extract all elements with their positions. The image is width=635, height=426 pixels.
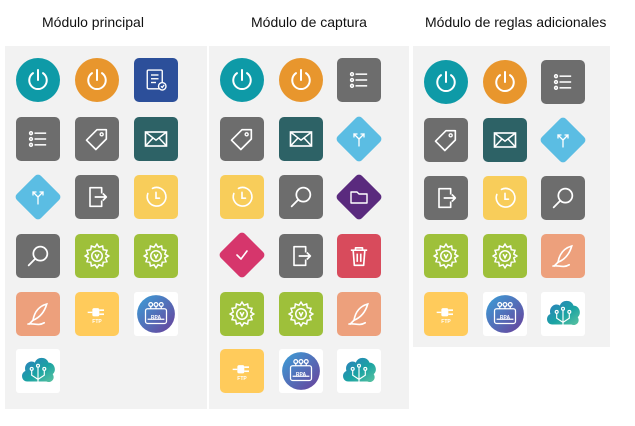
- exit-document-icon[interactable]: [279, 234, 323, 278]
- gear-icon[interactable]: [134, 234, 178, 278]
- form-document-icon[interactable]: [134, 58, 178, 102]
- panel-modulo-principal: [5, 46, 207, 409]
- gear-icon[interactable]: [220, 292, 264, 336]
- feather-pen-icon[interactable]: [541, 234, 585, 278]
- title-modulo-reglas: Módulo de reglas adicionales: [425, 14, 607, 30]
- rpa-robot-icon[interactable]: RPA: [483, 292, 527, 336]
- plug-icon[interactable]: FTP: [220, 349, 264, 393]
- title-modulo-captura: Módulo de captura: [251, 14, 367, 30]
- tag-icon[interactable]: [220, 117, 264, 161]
- power-icon[interactable]: [75, 58, 119, 102]
- gear-icon[interactable]: [75, 234, 119, 278]
- power-icon[interactable]: [424, 60, 468, 104]
- panel-modulo-captura: [209, 46, 409, 409]
- search-icon[interactable]: [541, 176, 585, 220]
- rpa-label: RPA: [499, 315, 511, 321]
- rpa-label: RPA: [150, 315, 162, 321]
- tag-icon[interactable]: [424, 118, 468, 162]
- feather-pen-icon[interactable]: [337, 292, 381, 336]
- plug-icon[interactable]: FTP: [75, 292, 119, 336]
- power-icon[interactable]: [483, 60, 527, 104]
- list-icon[interactable]: [541, 60, 585, 104]
- power-icon[interactable]: [16, 58, 60, 102]
- clock-icon[interactable]: [220, 175, 264, 219]
- gear-icon[interactable]: [424, 234, 468, 278]
- power-icon[interactable]: [279, 58, 323, 102]
- feather-pen-icon[interactable]: [16, 292, 60, 336]
- ftp-label: FTP: [92, 319, 102, 325]
- search-icon[interactable]: [16, 234, 60, 278]
- rpa-robot-icon[interactable]: RPA: [279, 349, 323, 393]
- search-icon[interactable]: [279, 175, 323, 219]
- ftp-label: FTP: [441, 319, 451, 325]
- clock-icon[interactable]: [483, 176, 527, 220]
- clock-icon[interactable]: [134, 175, 178, 219]
- mail-icon[interactable]: [483, 118, 527, 162]
- mail-icon[interactable]: [279, 117, 323, 161]
- tag-icon[interactable]: [75, 117, 119, 161]
- gear-icon[interactable]: [483, 234, 527, 278]
- cloud-network-icon[interactable]: [16, 349, 60, 393]
- list-icon[interactable]: [16, 117, 60, 161]
- title-modulo-principal: Módulo principal: [42, 14, 144, 30]
- power-icon[interactable]: [220, 58, 264, 102]
- trash-icon[interactable]: [337, 234, 381, 278]
- mail-icon[interactable]: [134, 117, 178, 161]
- ftp-label: FTP: [237, 376, 247, 382]
- exit-document-icon[interactable]: [424, 176, 468, 220]
- cloud-network-icon[interactable]: [337, 349, 381, 393]
- rpa-label: RPA: [295, 372, 307, 378]
- gear-icon[interactable]: [279, 292, 323, 336]
- plug-icon[interactable]: FTP: [424, 292, 468, 336]
- cloud-network-icon[interactable]: [541, 292, 585, 336]
- exit-document-icon[interactable]: [75, 175, 119, 219]
- list-icon[interactable]: [337, 58, 381, 102]
- rpa-robot-icon[interactable]: RPA: [134, 292, 178, 336]
